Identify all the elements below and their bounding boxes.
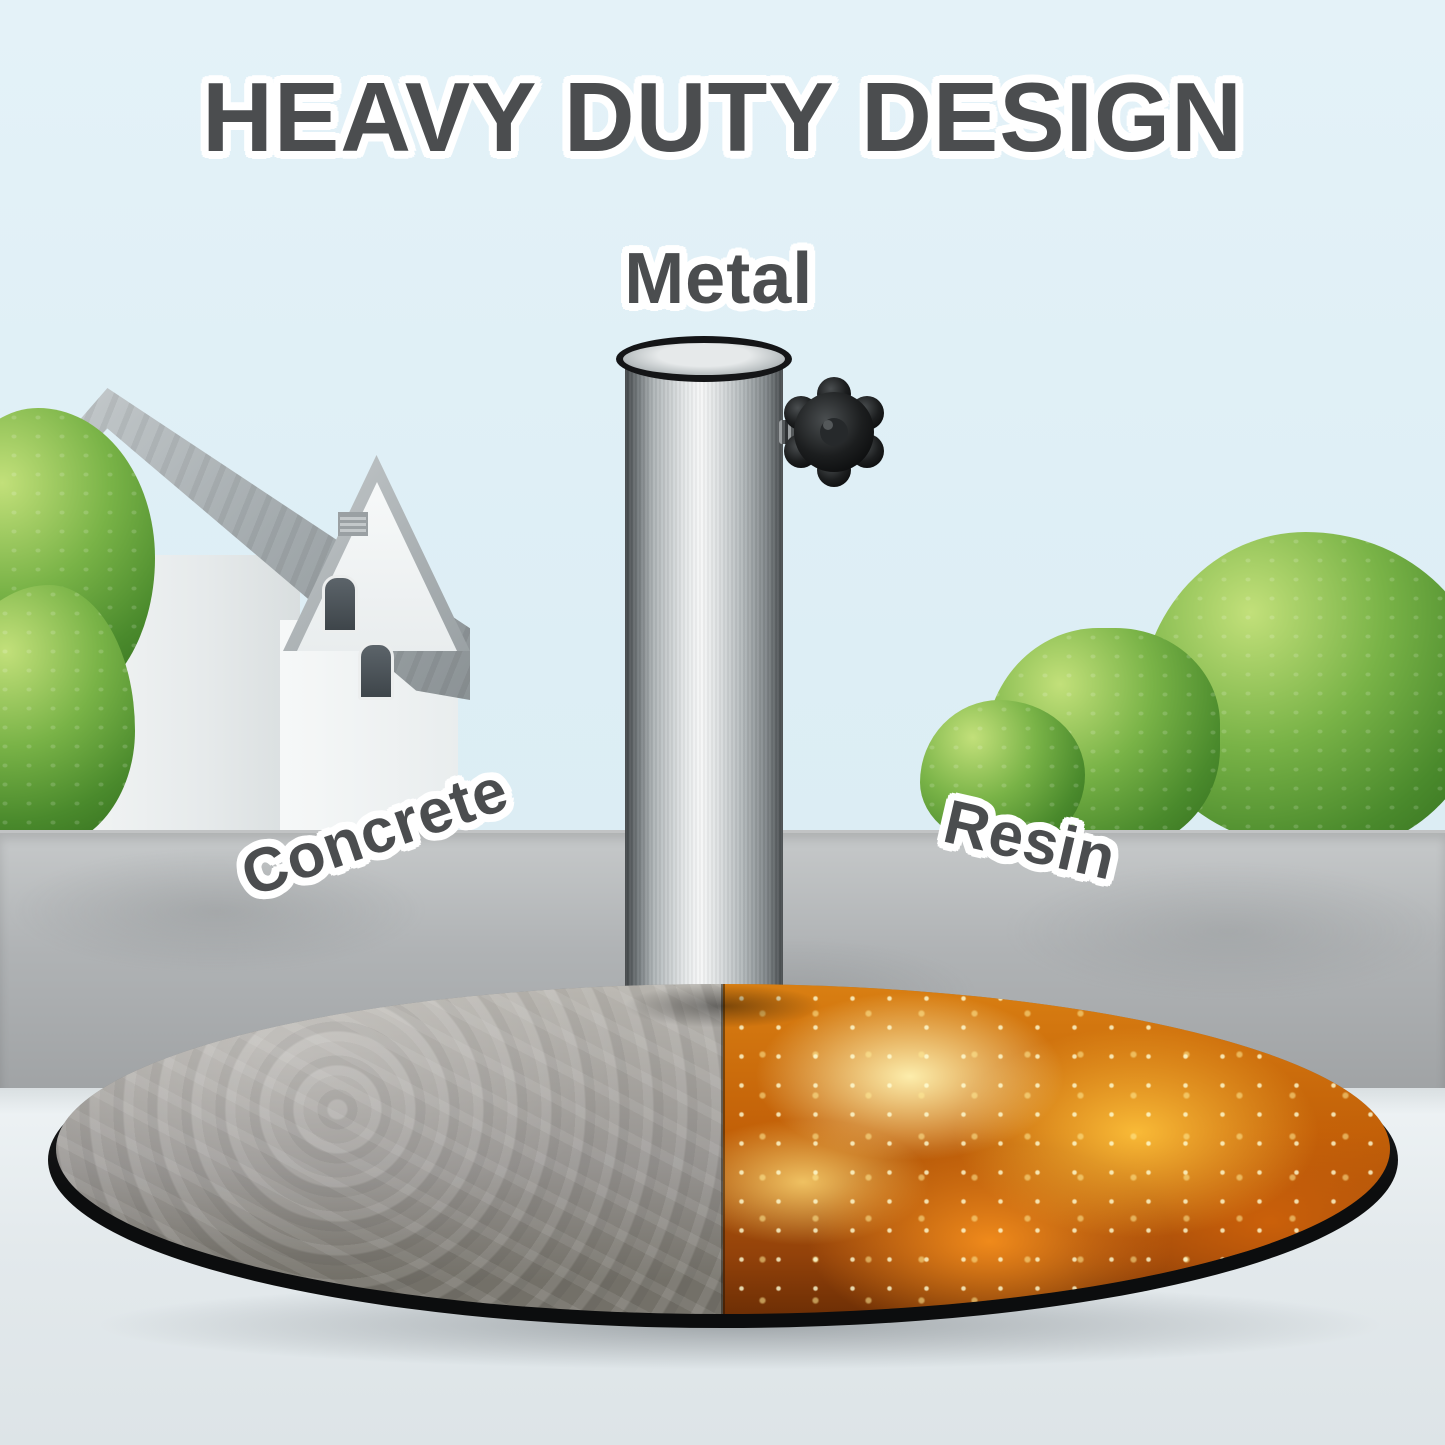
metal-pole-tube: [625, 358, 783, 1012]
house-window: [322, 575, 358, 633]
house-window: [358, 642, 394, 700]
base-concrete-half: [56, 984, 726, 1314]
house-roof-vent: [338, 512, 368, 536]
page-title: HEAVY DUTY DESIGN: [202, 62, 1243, 172]
hand-knob-icon: [772, 372, 894, 494]
pole-top-rim: [616, 336, 792, 382]
base-material-seam: [721, 984, 725, 1314]
bush-right-small: [920, 700, 1085, 850]
metal-label: Metal: [624, 239, 814, 319]
hand-knob-graphic: [784, 377, 884, 487]
pole-socket-shadow: [623, 984, 823, 1028]
resin-sparkle-overlay: [723, 984, 1390, 1314]
umbrella-base: [56, 984, 1390, 1314]
